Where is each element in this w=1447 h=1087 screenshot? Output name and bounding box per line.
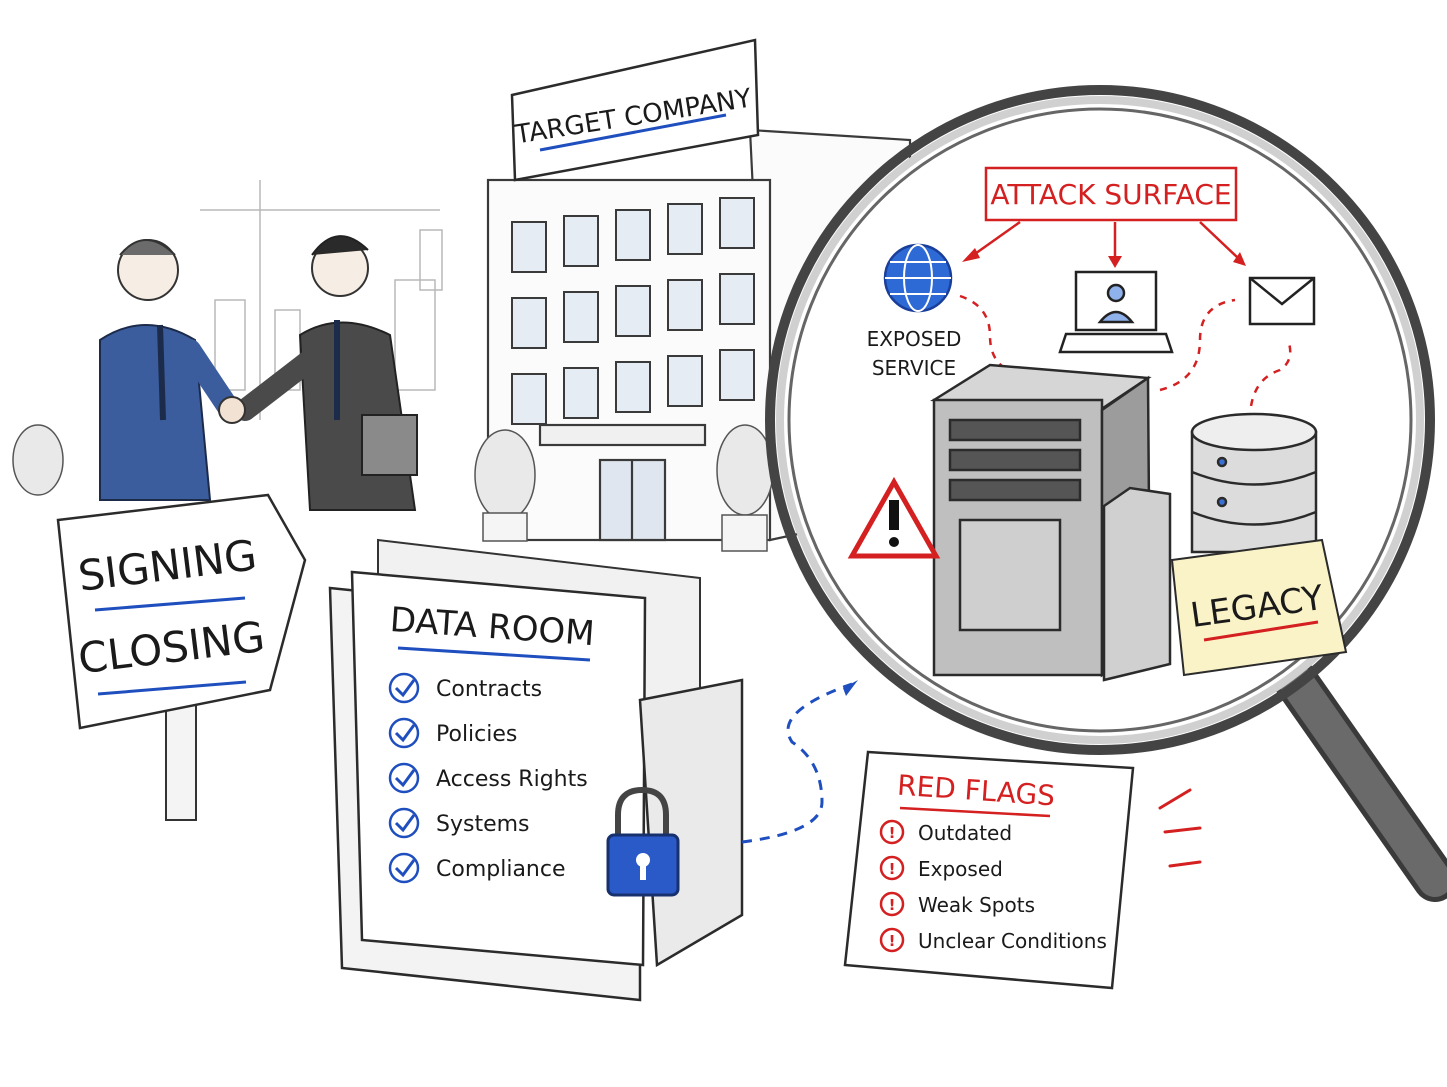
alert-strokes bbox=[1158, 788, 1202, 868]
building-window bbox=[615, 361, 651, 413]
check-circle-icon bbox=[388, 672, 420, 704]
businessman-right bbox=[234, 235, 418, 511]
threat-paths bbox=[959, 294, 1292, 421]
data-room-item-label: Policies bbox=[436, 722, 517, 747]
flow-arrow bbox=[741, 682, 853, 844]
red-flag-item: ! Weak Spots bbox=[879, 891, 1035, 917]
red-flag-item: ! Unclear Conditions bbox=[879, 927, 1107, 953]
company-sign: TARGET COMPANY bbox=[510, 38, 760, 182]
building-window bbox=[563, 367, 599, 419]
envelope-icon bbox=[1248, 276, 1316, 326]
building-window bbox=[719, 349, 755, 401]
flow-arrowhead bbox=[843, 680, 858, 696]
building-window bbox=[615, 285, 651, 337]
red-flag-item: ! Exposed bbox=[879, 855, 1003, 881]
data-room-item: Compliance bbox=[388, 852, 566, 884]
exposed-service-line1: EXPOSED bbox=[867, 327, 962, 351]
data-room-item-label: Access Rights bbox=[436, 767, 588, 792]
check-circle-icon bbox=[388, 762, 420, 794]
exclamation-circle-icon bbox=[879, 927, 905, 953]
exclamation-glyph: ! bbox=[889, 932, 896, 950]
building-window bbox=[511, 221, 547, 273]
city-skyline bbox=[200, 180, 443, 420]
red-flag-item: ! Outdated bbox=[879, 819, 1012, 845]
data-room-item-label: Compliance bbox=[436, 857, 566, 882]
building-window bbox=[667, 279, 703, 331]
handshake bbox=[218, 396, 246, 424]
attack-surface-text: ATTACK SURFACE bbox=[990, 178, 1231, 211]
data-room-item: Contracts bbox=[388, 672, 542, 704]
businessman-left bbox=[99, 239, 241, 501]
data-room-item-label: Systems bbox=[436, 812, 530, 837]
attack-surface-label: ATTACK SURFACE bbox=[984, 166, 1238, 222]
exclamation-circle-icon bbox=[879, 855, 905, 881]
building-window bbox=[511, 373, 547, 425]
red-flags-card: RED FLAGS !Outdated!Exposed!Weak Spots!U… bbox=[843, 750, 1202, 990]
database-icon bbox=[1190, 412, 1318, 554]
server-rack-icon bbox=[930, 363, 1172, 682]
red-flag-label: Outdated bbox=[918, 821, 1012, 845]
data-room-item: Policies bbox=[388, 717, 517, 749]
red-flag-label: Exposed bbox=[918, 857, 1003, 881]
building-window bbox=[719, 197, 755, 249]
data-room-item: Systems bbox=[388, 807, 530, 839]
building-window bbox=[511, 297, 547, 349]
laptop-icon bbox=[1058, 270, 1174, 354]
exclamation-circle-icon bbox=[879, 891, 905, 917]
exclamation-glyph: ! bbox=[889, 824, 896, 842]
red-flag-label: Weak Spots bbox=[918, 893, 1035, 917]
bushes bbox=[12, 424, 774, 552]
building-window bbox=[563, 291, 599, 343]
globe-icon bbox=[883, 243, 953, 313]
checkmark-icon bbox=[394, 679, 416, 698]
building-window bbox=[615, 209, 651, 261]
data-room-item-label: Contracts bbox=[436, 677, 542, 702]
legacy-sticky-note: LEGACY bbox=[1170, 538, 1348, 677]
warning-icon bbox=[847, 476, 941, 559]
exclamation-circle-icon bbox=[879, 819, 905, 845]
attack-arrows bbox=[962, 220, 1246, 268]
exposed-service-line2: SERVICE bbox=[872, 356, 956, 380]
check-circle-icon bbox=[388, 852, 420, 884]
building-window bbox=[719, 273, 755, 325]
building-window bbox=[563, 215, 599, 267]
checkmark-icon bbox=[394, 724, 416, 743]
red-flag-label: Unclear Conditions bbox=[918, 929, 1107, 953]
exclamation-glyph: ! bbox=[889, 896, 896, 914]
red-flags-list: ! Outdated! Exposed! Weak Spots! Unclear Con… bbox=[879, 819, 1107, 953]
checkmark-icon bbox=[394, 859, 416, 878]
building-windows bbox=[511, 197, 755, 425]
data-room-item: Access Rights bbox=[388, 762, 588, 794]
signpost: SIGNING CLOSING bbox=[56, 493, 307, 821]
checkmark-icon bbox=[394, 769, 416, 788]
building-window bbox=[667, 355, 703, 407]
checkmark-icon bbox=[394, 814, 416, 833]
exclamation-glyph: ! bbox=[889, 860, 896, 878]
check-circle-icon bbox=[388, 807, 420, 839]
building-window bbox=[667, 203, 703, 255]
check-circle-icon bbox=[388, 717, 420, 749]
padlock-icon bbox=[606, 786, 680, 897]
